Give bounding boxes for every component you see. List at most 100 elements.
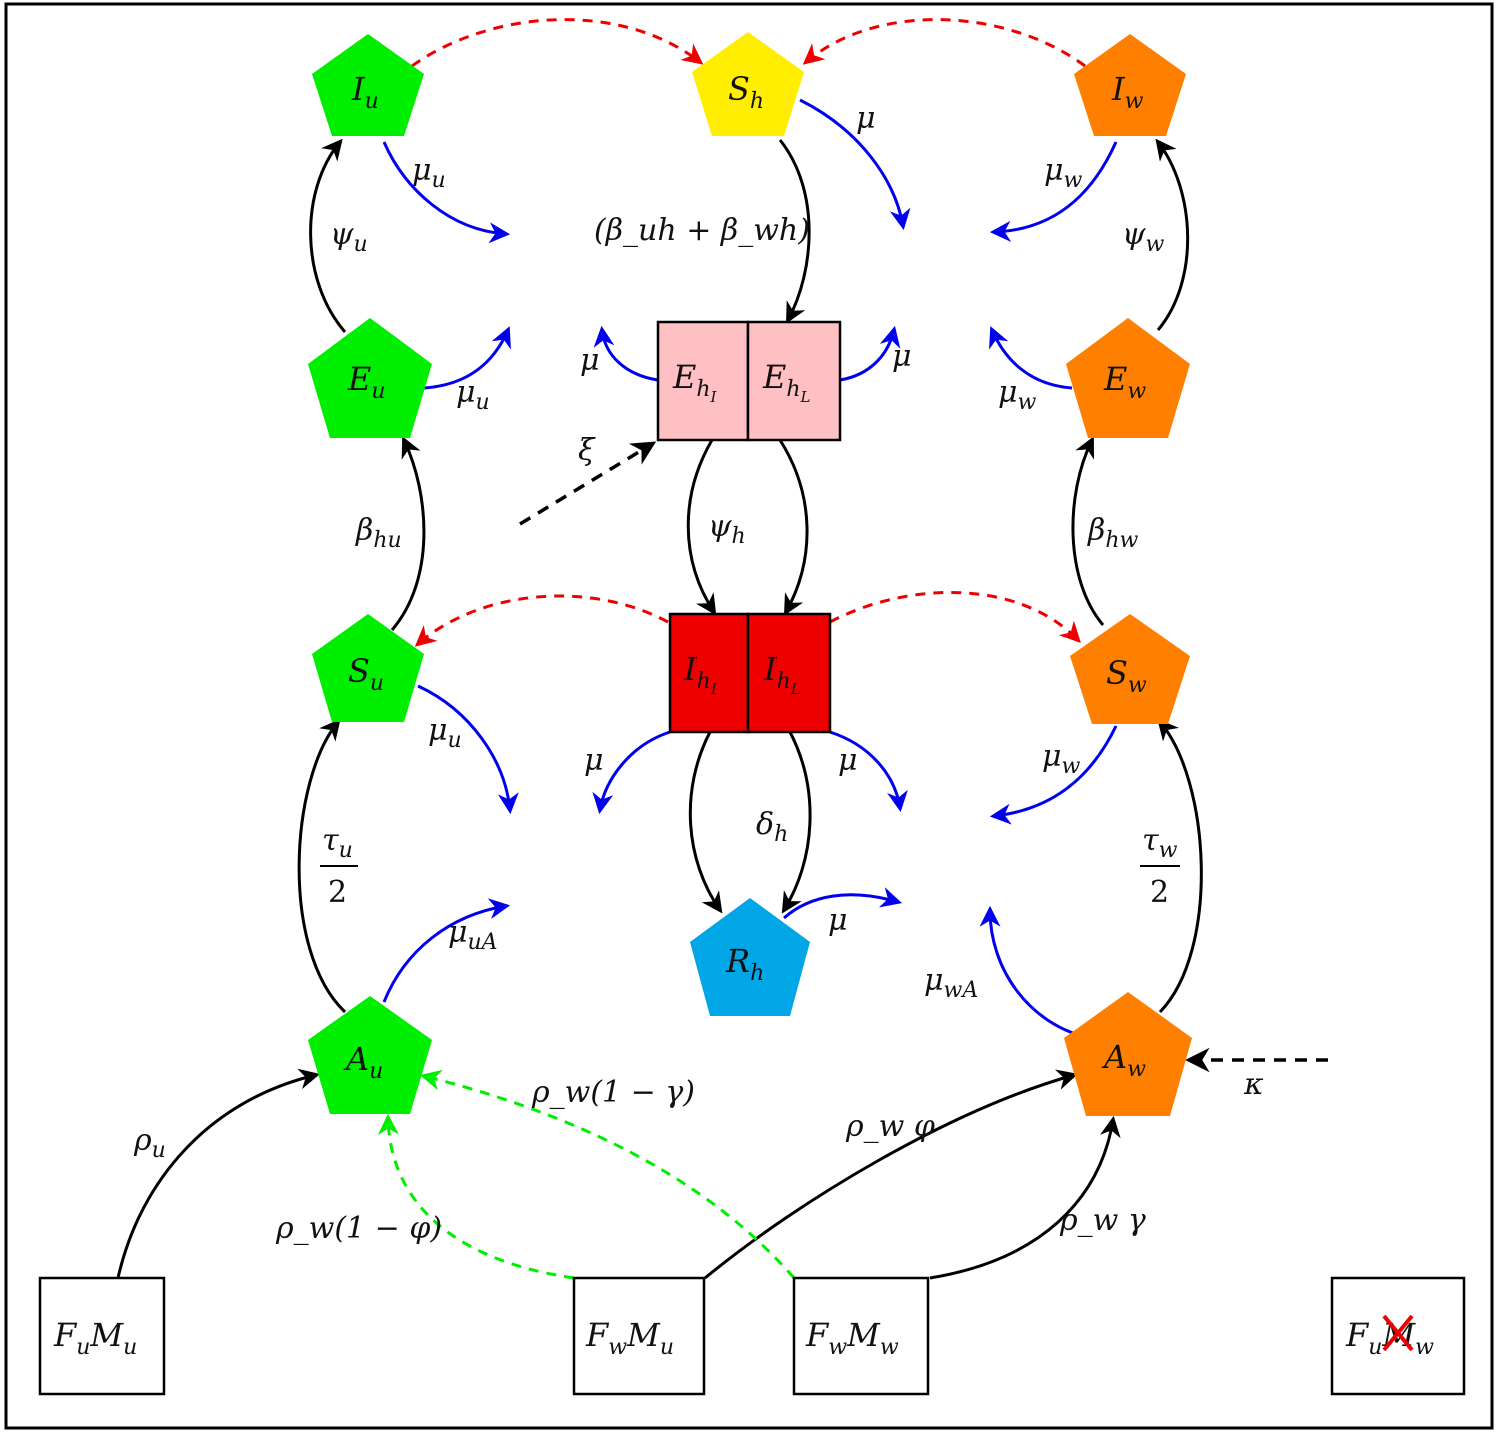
arrow-Iu-mu	[382, 141, 511, 244]
svg-text:Iw: Iw	[1111, 70, 1144, 114]
svg-text:2: 2	[1150, 875, 1169, 910]
node-Aw: Aw	[1064, 992, 1192, 1116]
arrow-Rh-mu	[783, 887, 903, 920]
genotype-FwMu: FwMu	[572, 1276, 706, 1396]
svg-text:Su: Su	[348, 652, 384, 696]
svg-text:μ: μ	[838, 743, 858, 778]
pentagon-Aw	[1064, 992, 1192, 1116]
svg-text:μ: μ	[580, 343, 600, 378]
svg-text:Sw: Sw	[1106, 654, 1147, 698]
node-Au: Au	[308, 996, 432, 1114]
arrow-FwMw-to-Aw	[929, 1115, 1121, 1280]
green-dashed-arrows	[377, 1069, 796, 1280]
svg-text:βhw: βhw	[1087, 513, 1139, 553]
arrow-Ew-mu	[989, 326, 1073, 390]
arrow-EhI-to-IhI	[686, 439, 717, 616]
cross-mark-icon	[1382, 1314, 1414, 1352]
svg-text:(β_uh + β_wh): (β_uh + β_wh)	[594, 213, 810, 248]
svg-text:μ: μ	[584, 743, 604, 778]
svg-text:μu: μu	[412, 153, 446, 193]
arrow-IhI-to-Rh	[688, 731, 723, 914]
svg-text:βhu: βhu	[355, 513, 402, 553]
genotype-FuMw: FuMw	[1330, 1276, 1466, 1396]
edge-labels: μ μ μ μ μ μ μu μu μu μw μw μw μuA μwA ψu…	[133, 101, 1264, 1246]
arrow-Sh-to-Eh	[778, 139, 811, 324]
arrow-Ew-to-Iw	[1155, 138, 1190, 331]
pentagon-Au	[308, 996, 432, 1114]
black-arrows	[116, 138, 1203, 1280]
svg-text:ρ_w(1 − γ): ρ_w(1 − γ)	[531, 1075, 695, 1110]
arrow-Su-to-Eu	[390, 436, 426, 631]
arrow-IhL-mu	[829, 730, 908, 813]
node-Iu: Iu	[312, 34, 424, 136]
pentagon-Iw	[1074, 34, 1186, 136]
node-Rh: Rh	[690, 898, 810, 1016]
svg-text:μw: μw	[1044, 153, 1083, 193]
arrow-Ih-to-Sw	[829, 590, 1081, 644]
node-Sw: Sw	[1070, 614, 1190, 724]
svg-text:Ew: Ew	[1103, 360, 1146, 404]
arrow-FwMu-to-Au	[377, 1113, 575, 1280]
arrow-Iu-to-Sh	[411, 18, 704, 68]
svg-text:μwA: μwA	[924, 963, 978, 1003]
arrow-Aw-to-Sw	[1157, 718, 1203, 1014]
arrow-FuMu-to-Au	[116, 1068, 321, 1279]
svg-text:μw: μw	[998, 375, 1037, 415]
arrow-Iw-mu	[989, 141, 1118, 242]
arrow-FwMu-to-Aw	[704, 1069, 1079, 1280]
svg-text:κ: κ	[1243, 1067, 1264, 1102]
svg-text:μu: μu	[456, 375, 490, 415]
arrow-Sw-to-Ew	[1071, 436, 1105, 626]
box-IhL	[746, 612, 832, 734]
pentagon-Ew	[1066, 318, 1190, 438]
box-EhL	[746, 320, 842, 442]
svg-text:Rh: Rh	[725, 942, 764, 986]
svg-text:FuMu: FuMu	[53, 1316, 137, 1360]
tau-w-fraction: τw 2	[1140, 823, 1180, 910]
pentagon-Sh	[692, 32, 804, 136]
node-Eh: EhI EhL	[656, 320, 842, 442]
arrow-Iw-to-Sh	[802, 18, 1086, 68]
pentagon-Eu	[308, 318, 432, 438]
node-Su: Su	[312, 614, 424, 722]
svg-text:Aw: Aw	[1101, 1038, 1146, 1082]
genotype-FwMw: FwMw	[792, 1276, 930, 1396]
svg-text:Iu: Iu	[351, 70, 379, 114]
pentagon-Sw	[1070, 614, 1190, 724]
node-Sh: Sh	[692, 32, 804, 136]
svg-text:ψu: ψu	[330, 217, 368, 257]
arrow-Au-to-Su	[297, 718, 347, 1014]
svg-text:δh: δh	[756, 807, 788, 847]
arrow-FwMw-to-Au	[419, 1069, 796, 1279]
pentagon-Rh	[690, 898, 810, 1016]
arrow-EhL-to-IhL	[778, 439, 809, 616]
node-Ih: IhI IhL	[668, 612, 832, 734]
outer-frame	[4, 2, 1494, 1430]
svg-text:μuA: μuA	[448, 915, 498, 955]
genotype-FuMu: FuMu	[38, 1276, 166, 1396]
arrow-EhL-mu	[839, 325, 901, 382]
svg-text:ξ: ξ	[578, 433, 596, 468]
red-dashed-arrows	[411, 18, 1086, 647]
node-Iw: Iw	[1074, 34, 1186, 136]
tau-u-fraction: τu 2	[320, 823, 358, 910]
pentagon-Su	[312, 614, 424, 722]
svg-text:Eu: Eu	[347, 360, 386, 404]
arrow-IhI-mu	[592, 730, 671, 815]
node-Eu: Eu	[308, 318, 432, 438]
arrow-xi-to-EhI	[519, 441, 657, 526]
svg-text:ρ_w γ: ρ_w γ	[1059, 1203, 1146, 1238]
svg-text:ρ_w φ: ρ_w φ	[845, 1109, 935, 1144]
svg-text:ρ_w(1 − φ): ρ_w(1 − φ)	[275, 1211, 442, 1246]
arrow-Ih-to-Su	[414, 594, 669, 647]
arrow-Eu-to-Iu	[309, 138, 347, 333]
arrow-Aw-mu	[979, 905, 1091, 1040]
svg-text:μu: μu	[428, 713, 462, 753]
svg-text:ψw: ψw	[1122, 217, 1165, 257]
svg-text:μ: μ	[856, 101, 876, 136]
svg-text:ψh: ψh	[708, 509, 746, 549]
node-Ew: Ew	[1066, 318, 1190, 438]
arrow-EhI-mu	[593, 325, 659, 382]
blue-arrows	[382, 98, 1118, 1040]
svg-text:FwMu: FwMu	[585, 1316, 674, 1360]
